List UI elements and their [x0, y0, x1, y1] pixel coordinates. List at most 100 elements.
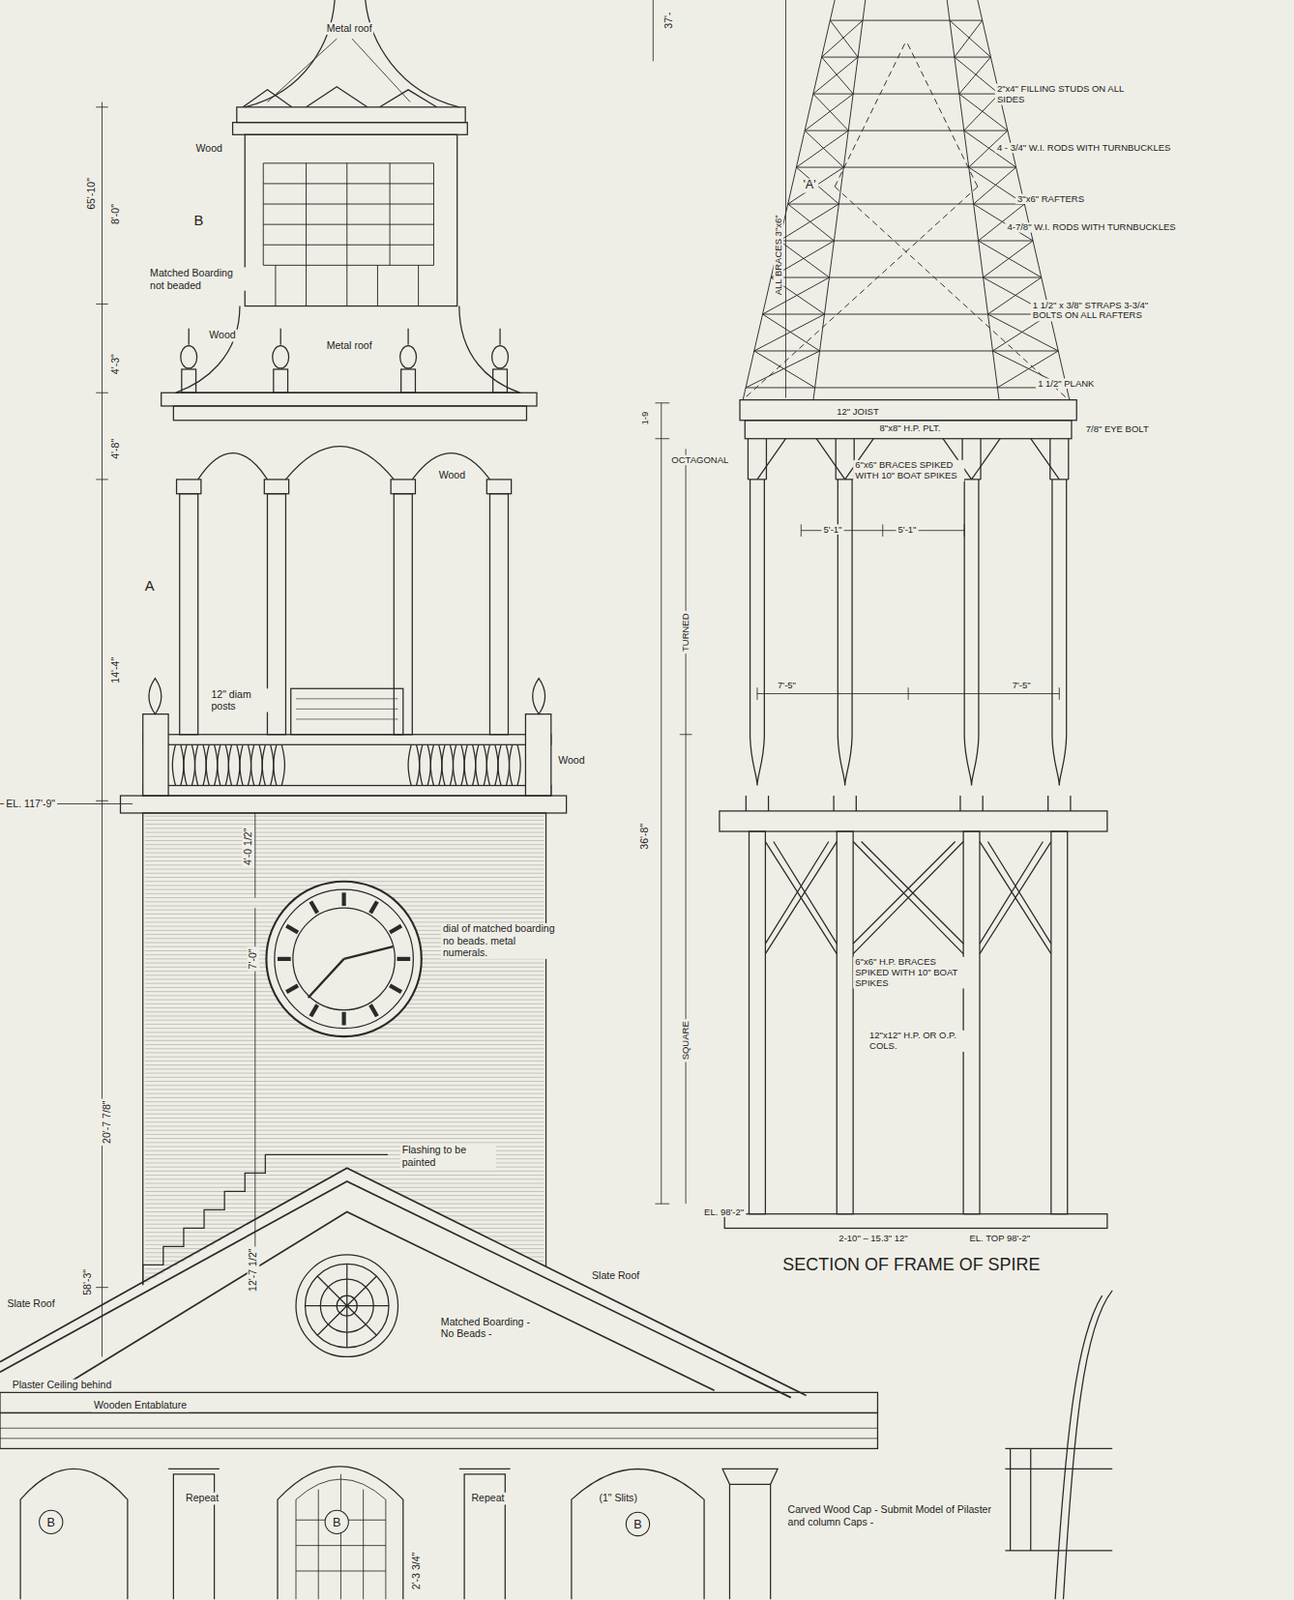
turned-column [1050, 439, 1069, 787]
drawing-label: Slate Roof [589, 1270, 643, 1283]
clock-numeral [286, 926, 298, 934]
square-column [960, 795, 983, 1215]
turned-column [747, 439, 766, 787]
clock-numeral [389, 985, 402, 993]
baluster [217, 744, 230, 786]
entablature [0, 1412, 878, 1449]
drawing-label: OCTAGONAL [669, 455, 731, 467]
drawing-label: Metal roof [324, 339, 375, 352]
siding-line [145, 1057, 545, 1059]
sill [724, 1214, 1108, 1230]
clock-numeral [310, 901, 318, 913]
siding-line [145, 1064, 545, 1066]
balusters [172, 744, 521, 786]
turned-column [962, 439, 981, 787]
baluster [239, 744, 252, 786]
siding-line [145, 864, 545, 866]
siding-line [145, 1085, 545, 1087]
drawing-label: 4'-3" [109, 352, 121, 377]
siding-line [145, 816, 545, 818]
siding-line [145, 1130, 545, 1132]
callout-letter: B [633, 1517, 642, 1532]
siding-line [145, 823, 545, 825]
tower-elevation [0, 0, 1113, 1600]
dimension-line [95, 102, 256, 1358]
clock-numeral [341, 1012, 346, 1027]
baluster [251, 744, 264, 786]
eaves [0, 1392, 878, 1413]
cornice [161, 392, 537, 407]
posts [176, 479, 512, 736]
drawing-label: 4 - 3/4" W.I. RODS WITH TURNBUCKLES [995, 143, 1178, 154]
siding-line [145, 840, 545, 842]
leader-line [266, 38, 411, 102]
drawing-label: 7/8" EYE BOLT [1084, 424, 1151, 436]
drawing-label: Repeat [469, 1493, 506, 1505]
drawing-label: Carved Wood Cap - Submit Model of Pilast… [786, 1503, 995, 1528]
end-post [525, 714, 551, 796]
drawing-label: SQUARE [680, 1019, 692, 1062]
bell-roof [175, 306, 521, 394]
drawing-label: Wood [556, 755, 588, 767]
drawing-label: Metal roof [324, 22, 375, 34]
drawing-label: Slate Roof [4, 1297, 58, 1310]
drawing-label: EL. 98'-2" [702, 1206, 746, 1218]
plate [744, 420, 1072, 440]
drawing-label: 4'-0 1/2" [241, 825, 254, 868]
baluster [430, 744, 442, 786]
drawing-label: Wooden Entablature [91, 1400, 189, 1412]
siding-line [145, 1093, 545, 1095]
drawing-label: SECTION OF FRAME OF SPIRE [780, 1255, 1042, 1276]
drawing-label: 12" JOIST [834, 407, 882, 418]
siding-line [145, 1044, 545, 1046]
x-brace [852, 842, 964, 955]
arcade [20, 1467, 705, 1600]
clock-numeral [310, 1004, 318, 1017]
beam [719, 811, 1108, 832]
finial [492, 328, 509, 393]
round-window [295, 1255, 399, 1358]
siding-line [145, 832, 545, 834]
drawing-label: 7'-5" [1010, 680, 1033, 692]
spire-roof [244, 0, 460, 108]
baluster [486, 744, 499, 786]
drawing-label: EL. 117'-9" [3, 797, 58, 810]
clock-numeral [370, 1004, 378, 1017]
plank [739, 400, 1077, 421]
drawing-label: 7'-0" [247, 946, 260, 971]
drawing-label: A [143, 577, 157, 594]
square-column [1048, 795, 1071, 1215]
baluster [262, 744, 274, 786]
drawing-label: 12'-7 1/2" [247, 1246, 260, 1294]
drawing-label: Plaster Ceiling behind [10, 1380, 115, 1392]
drawing-label: 8'-0" [109, 202, 121, 227]
siding-line [145, 1114, 545, 1116]
frieze [173, 406, 527, 421]
drawing-label: 12" diam posts [208, 688, 275, 712]
rail [143, 786, 552, 797]
drawing-label: 1 1/2" x 3/8" STRAPS 3-3/4" BOLTS ON ALL… [1030, 299, 1153, 322]
drawing-label: B [191, 211, 206, 229]
screen [291, 688, 404, 735]
finials [180, 328, 509, 393]
turned-column [835, 439, 854, 787]
siding-line [145, 848, 545, 850]
square-columns [745, 795, 1071, 1215]
siding-line [145, 1088, 545, 1090]
drawing-label: Repeat [183, 1493, 221, 1505]
drawing-label: 1-9 [639, 410, 650, 428]
drawing-label: 2"x4" FILLING STUDS ON ALL SIDES [995, 84, 1132, 106]
siding-line [145, 1048, 545, 1050]
drawing-label: 8"x8" H.P. PLT. [877, 423, 942, 435]
baluster [509, 744, 522, 786]
drawing-label: 12"x12" H.P. OR O.P. COLS. [867, 1030, 969, 1053]
post [486, 479, 511, 736]
siding-line [145, 1101, 545, 1103]
drawing-label: 4'-8" [109, 437, 121, 462]
siding-line [145, 869, 545, 871]
drawing-label: 6"x6" BRACES SPIKED WITH 10" BOAT SPIKES [852, 460, 965, 482]
lantern-windows [263, 163, 434, 307]
drawing-label: 7'-5" [775, 680, 798, 692]
